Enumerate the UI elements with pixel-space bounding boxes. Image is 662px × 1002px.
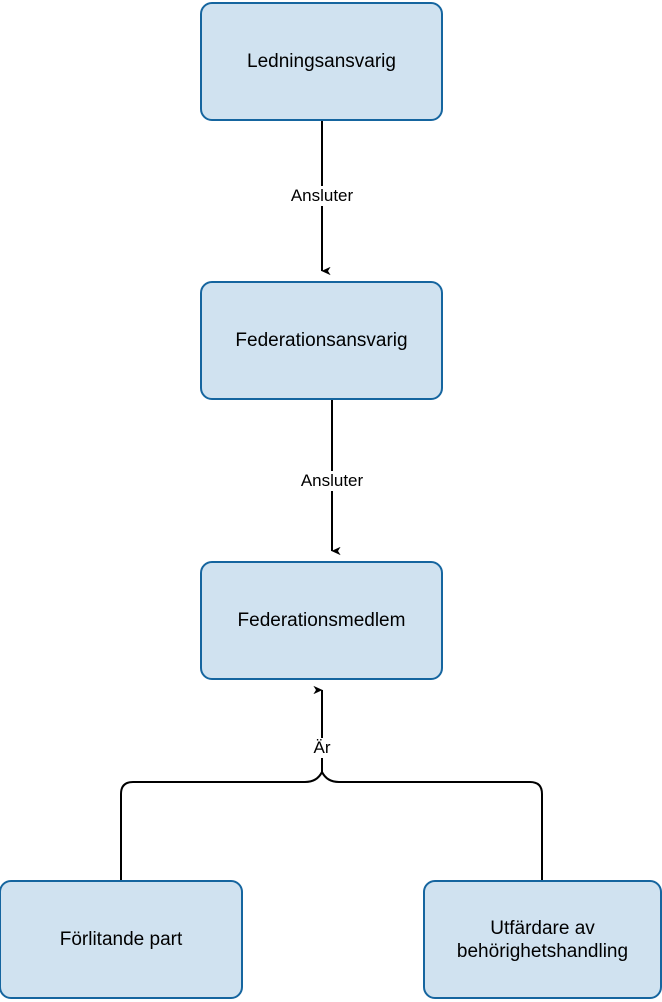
edge-label-text-ar: Är <box>313 738 331 757</box>
node-label-federationsansvarig: Federationsansvarig <box>235 330 408 351</box>
edge-label-ansluter-2: Ansluter <box>297 471 367 491</box>
edge-label-ansluter-1: Ansluter <box>287 186 357 206</box>
node-forlitande-part[interactable]: Förlitande part <box>0 880 243 999</box>
node-label-utfardare-av-behorighetshandling: Utfärdare av behörighetshandling <box>456 917 629 962</box>
node-utfardare-av-behorighetshandling[interactable]: Utfärdare av behörighetshandling <box>423 880 662 999</box>
node-federationsansvarig[interactable]: Federationsansvarig <box>200 281 443 400</box>
node-label-forlitande-part: Förlitande part <box>59 929 183 950</box>
node-federationsmedlem[interactable]: Federationsmedlem <box>200 561 443 680</box>
edge-label-text-ansluter-2: Ansluter <box>300 471 364 490</box>
node-ledningsansvarig[interactable]: Ledningsansvarig <box>200 2 443 121</box>
edge-label-text-ansluter-1: Ansluter <box>290 186 354 205</box>
node-label-federationsmedlem: Federationsmedlem <box>237 610 406 631</box>
connector-merge-to-medlem <box>120 771 543 880</box>
node-label-ledningsansvarig: Ledningsansvarig <box>247 51 396 72</box>
edge-label-ar: Är <box>310 738 334 758</box>
